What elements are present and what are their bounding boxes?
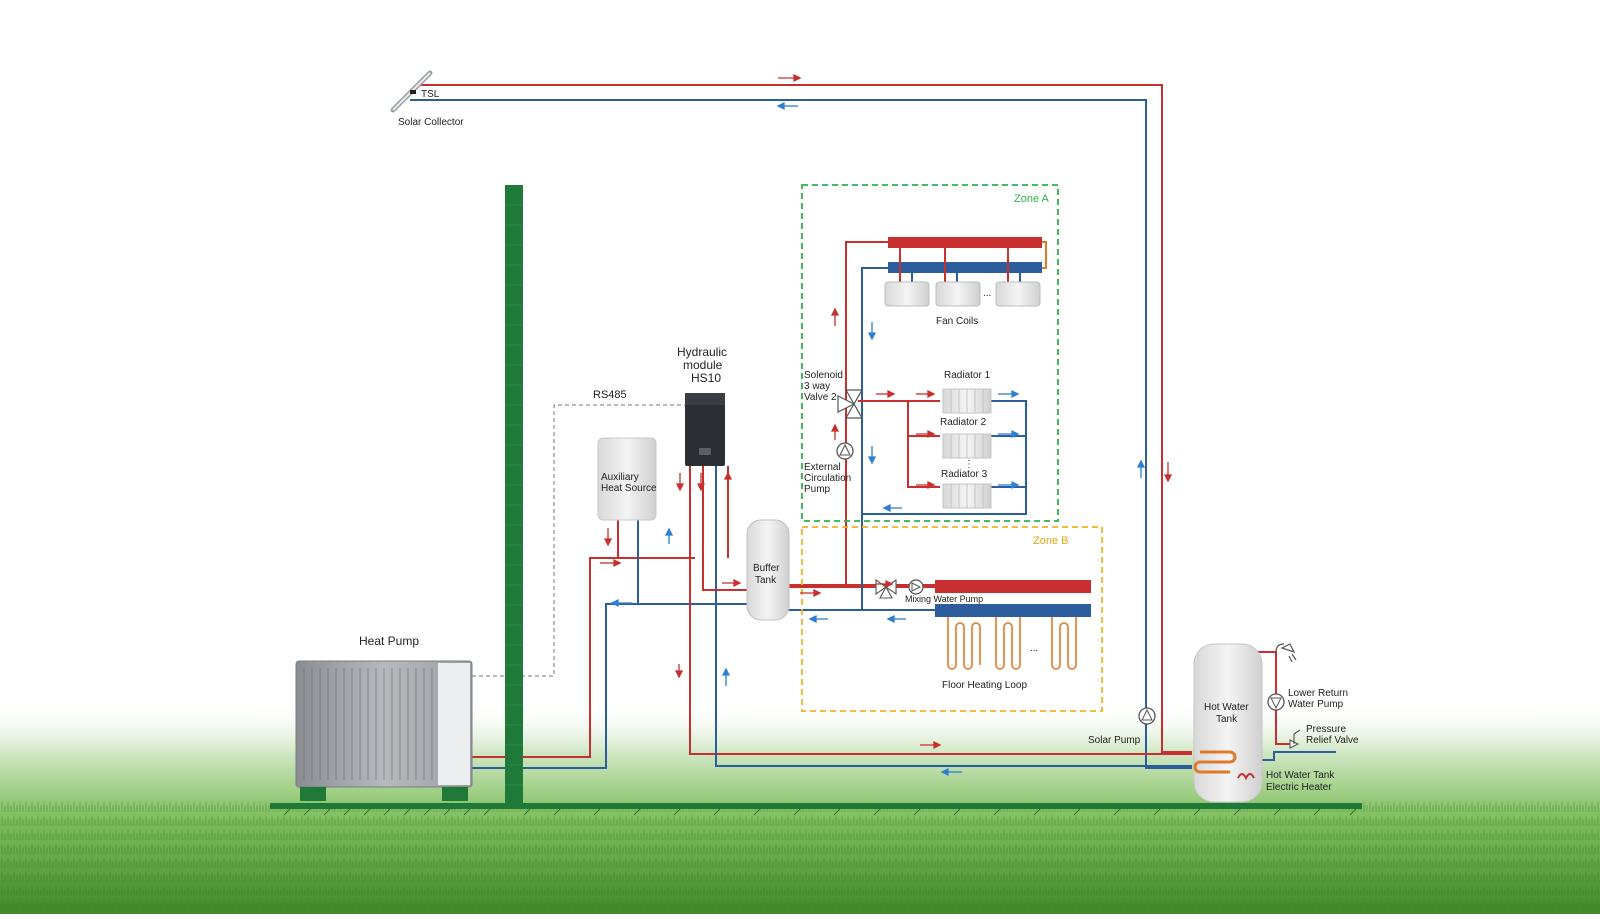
dhw-supply-pipe bbox=[689, 466, 1192, 755]
shower-icon bbox=[1275, 643, 1297, 663]
floor-return-manifold bbox=[935, 604, 1091, 617]
three-way-valve-icon bbox=[837, 389, 864, 419]
electric-heater-icon bbox=[1237, 773, 1255, 781]
solar-pump-label: Solar Pump bbox=[1088, 735, 1141, 746]
radiator-return-header bbox=[862, 400, 1027, 515]
heat-pump-label: Heat Pump bbox=[359, 634, 419, 648]
zone-b-label: Zone B bbox=[1033, 535, 1068, 547]
solenoid-label-1: Solenoid bbox=[804, 370, 843, 381]
buffer-feed-pipe bbox=[702, 466, 765, 591]
house-wall bbox=[505, 185, 523, 805]
fan-coil-return-drops bbox=[911, 273, 1021, 282]
hydraulic-module bbox=[685, 393, 725, 466]
hydraulic-label-2: module bbox=[683, 358, 723, 372]
buffer-label-1: Buffer bbox=[753, 563, 780, 574]
fan-coil-supply-manifold bbox=[888, 237, 1042, 248]
ground-hatching bbox=[283, 808, 1357, 816]
fan-coil-unit-1 bbox=[884, 281, 930, 307]
tank-heater-label-1: Hot Water Tank bbox=[1266, 770, 1335, 781]
ext-pump-label-1: External bbox=[804, 462, 841, 473]
radiator-supply-header bbox=[907, 401, 940, 488]
auxiliary-heat-source bbox=[597, 437, 657, 521]
heat-pump-supply-pipe bbox=[472, 557, 695, 758]
dhw-return-pipe bbox=[715, 466, 1192, 767]
hot-water-label-2: Tank bbox=[1216, 714, 1238, 725]
rs485-cable bbox=[472, 404, 688, 677]
radiator-2-label: Radiator 2 bbox=[940, 417, 987, 428]
tank-heater-label-2: Electric Heater bbox=[1266, 782, 1332, 793]
radiator-vertical-ellipsis: ⋮ bbox=[964, 459, 974, 470]
mixing-pump-label: Mixing Water Pump bbox=[905, 594, 983, 604]
solenoid-label-2: 3 way bbox=[804, 381, 830, 392]
fan-coil-supply-drops bbox=[899, 248, 1009, 282]
solar-return-pipe bbox=[410, 99, 1192, 769]
radiator-1 bbox=[942, 388, 992, 414]
floor-loop-label: Floor Heating Loop bbox=[942, 680, 1027, 691]
solar-collector bbox=[390, 70, 433, 113]
relief-label-2: Relief Valve bbox=[1306, 735, 1359, 746]
display-screen-icon bbox=[699, 448, 711, 455]
hydraulic-label-3: HS10 bbox=[691, 371, 721, 385]
ext-pump-label-3: Pump bbox=[804, 484, 831, 495]
solar-supply-pipe bbox=[418, 84, 1192, 753]
manifold-bypass bbox=[1042, 241, 1047, 269]
solenoid-label-3: Valve 2 bbox=[804, 392, 837, 403]
radiator-1-label: Radiator 1 bbox=[944, 370, 991, 381]
lower-return-label-2: Water Pump bbox=[1288, 699, 1344, 710]
zone-a-label: Zone A bbox=[1014, 193, 1050, 205]
aux-label-1: Auxiliary bbox=[601, 472, 639, 483]
fan-coil-unit-2 bbox=[935, 281, 981, 307]
heat-pump-unit bbox=[295, 660, 473, 801]
ext-pump-label-2: Circulation bbox=[804, 473, 851, 484]
fan-coil-ellipsis: ... bbox=[983, 288, 991, 299]
radiator-3 bbox=[942, 483, 992, 509]
fan-coils-label: Fan Coils bbox=[936, 316, 978, 327]
floor-supply-manifold bbox=[935, 580, 1091, 593]
zone-a-supply-riser bbox=[845, 241, 890, 586]
floor-heating-loop-coils bbox=[947, 617, 1077, 670]
flow-arrows-hot bbox=[600, 73, 1173, 750]
rs485-label: RS485 bbox=[593, 389, 627, 401]
heat-pump-return-pipe bbox=[472, 603, 765, 769]
hot-water-label-1: Hot Water bbox=[1204, 702, 1249, 713]
fan-coil-unit-3 bbox=[995, 281, 1041, 307]
relief-label-1: Pressure bbox=[1306, 724, 1346, 735]
radiator-3-label: Radiator 3 bbox=[941, 469, 988, 480]
relief-valve-icon bbox=[1289, 729, 1301, 749]
wall-brick-lines bbox=[505, 204, 523, 786]
hydraulic-label-1: Hydraulic bbox=[677, 345, 727, 359]
radiator-2 bbox=[942, 433, 992, 459]
heat-exchanger-coil-icon bbox=[1193, 750, 1237, 774]
flow-arrows-cold bbox=[610, 101, 1146, 777]
lower-return-label-1: Lower Return bbox=[1288, 688, 1348, 699]
zone-a-boundary bbox=[801, 184, 1059, 522]
external-pump-icon bbox=[836, 442, 854, 460]
zone-b-boundary bbox=[801, 526, 1103, 712]
buffer-tank bbox=[746, 519, 790, 621]
buffer-label-2: Tank bbox=[755, 575, 777, 586]
lower-return-pump-icon bbox=[1267, 693, 1285, 711]
tsl-sensor-icon bbox=[410, 90, 416, 94]
fan-coil-return-manifold bbox=[888, 262, 1042, 273]
tsl-label: TSL bbox=[421, 89, 440, 100]
solar-pump-icon bbox=[1138, 707, 1156, 725]
zone-a-return-riser bbox=[861, 267, 890, 610]
mixing-pump-icon bbox=[908, 579, 924, 595]
floor-loop-ellipsis: ... bbox=[1030, 643, 1038, 654]
solar-collector-label: Solar Collector bbox=[398, 117, 464, 128]
ground-line bbox=[270, 803, 1362, 809]
grass-texture bbox=[0, 800, 1600, 914]
aux-label-2: Heat Source bbox=[601, 483, 657, 494]
